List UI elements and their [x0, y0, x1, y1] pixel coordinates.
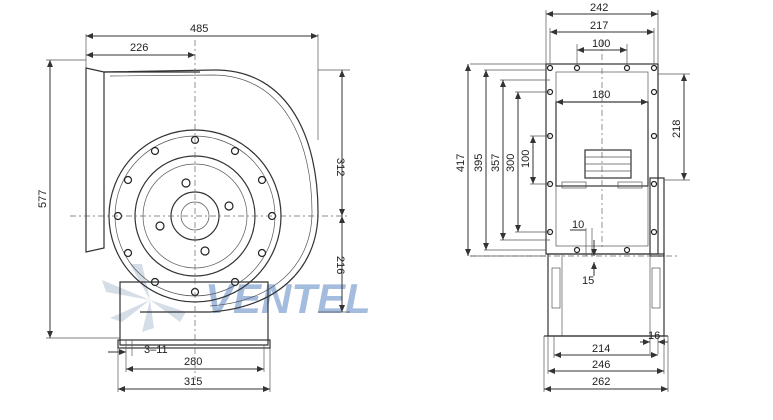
dim-577-label: 577: [37, 190, 49, 208]
dim-100-side-label: 100: [520, 150, 532, 168]
dim-242-label: 242: [590, 2, 608, 14]
dim-216-label: 216: [334, 256, 346, 274]
bolt-holes-inner: [155, 178, 234, 256]
dim-180-label: 180: [592, 89, 610, 101]
dim-16-label: 16: [648, 330, 660, 342]
flange-holes: [546, 64, 658, 254]
scroll-housing: [103, 69, 319, 313]
dim-417-label: 417: [455, 154, 467, 172]
dim-100-top-label: 100: [592, 38, 610, 50]
dim-217-label: 217: [590, 20, 608, 32]
dim-slot-label: 3–11: [144, 344, 168, 356]
side-view: 242 217 100 180 417 395 357 300 10: [455, 2, 690, 392]
dim-280-label: 280: [184, 356, 202, 368]
front-view: 485 226 577 312 216 3–11 280 315: [37, 23, 350, 392]
dim-485-label: 485: [190, 23, 208, 35]
outlet-flange: [85, 67, 105, 253]
dim-15-label: 15: [582, 275, 594, 287]
dim-214-label: 214: [592, 343, 610, 355]
dim-395-label: 395: [473, 154, 485, 172]
dim-10-label: 10: [572, 219, 584, 231]
dim-300-label: 300: [505, 154, 517, 172]
base-frame: [547, 253, 665, 337]
dim-312-label: 312: [334, 158, 346, 176]
dim-246-label: 246: [592, 359, 610, 371]
dim-357-label: 357: [490, 154, 502, 172]
dim-262-label: 262: [592, 376, 610, 388]
dim-226-label: 226: [130, 42, 148, 54]
dim-218-label: 218: [671, 120, 683, 138]
base-plate: [119, 281, 269, 346]
dim-315-label: 315: [184, 376, 202, 388]
watermark-logo: VENTEL: [102, 264, 371, 332]
